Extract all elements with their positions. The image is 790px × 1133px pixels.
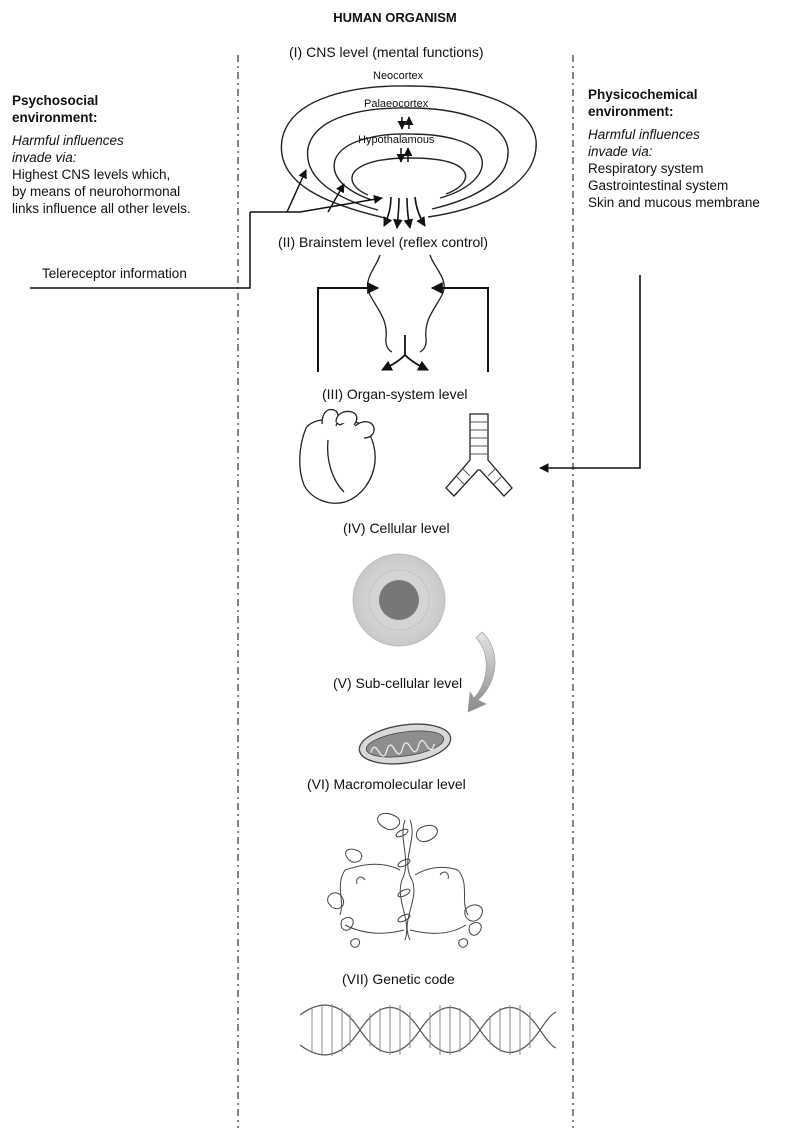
mitochondrion-illustration	[357, 719, 453, 769]
level-genetic-label: (VII) Genetic code	[342, 971, 455, 987]
physicochemical-heading-2: environment:	[588, 103, 760, 120]
level-cellular-label: (IV) Cellular level	[343, 520, 450, 536]
level-organ-label: (III) Organ-system level	[322, 386, 467, 402]
psychosocial-block: Psychosocial environment: Harmful influe…	[12, 92, 191, 217]
level-cns-label: (I) CNS level (mental functions)	[289, 44, 484, 60]
telereceptor-label: Telereceptor information	[42, 265, 187, 282]
palaeocortex-label: Palaeocortex	[364, 98, 428, 110]
physicochemical-line-2: Gastrointestinal system	[588, 177, 760, 194]
psychosocial-heading-2: environment:	[12, 109, 191, 126]
diagram-title: HUMAN ORGANISM	[0, 10, 790, 25]
physicochemical-italic-2: invade via:	[588, 143, 760, 160]
brainstem-output-arrows	[382, 335, 428, 370]
level-macromolecular-label: (VI) Macromolecular level	[307, 776, 466, 792]
psychosocial-heading-1: Psychosocial	[12, 92, 191, 109]
physicochemical-heading-1: Physicochemical	[588, 86, 760, 103]
descending-curved-arrow	[468, 632, 495, 712]
neocortex-label: Neocortex	[373, 70, 423, 82]
physicochemical-line-1: Respiratory system	[588, 160, 760, 177]
level-subcellular-label: (V) Sub-cellular level	[333, 675, 462, 691]
level-brainstem-label: (II) Brainstem level (reflex control)	[278, 234, 488, 250]
psychosocial-line-3: links influence all other levels.	[12, 200, 191, 217]
physicochemical-input-arrow	[540, 275, 640, 468]
dna-helix-illustration	[300, 1004, 556, 1056]
physicochemical-block: Physicochemical environment: Harmful inf…	[588, 86, 760, 211]
trachea-illustration	[446, 414, 512, 496]
psychosocial-line-2: by means of neurohormonal	[12, 183, 191, 200]
macromolecule-illustration	[328, 813, 483, 947]
descending-arrows	[384, 197, 425, 228]
inner-arc	[352, 158, 466, 195]
cell-illustration	[353, 554, 445, 646]
psychosocial-italic-1: Harmful influences	[12, 132, 191, 149]
physicochemical-italic-1: Harmful influences	[588, 126, 760, 143]
physicochemical-line-3: Skin and mucous membrane	[588, 194, 760, 211]
heart-illustration	[300, 410, 375, 504]
psychosocial-line-1: Highest CNS levels which,	[12, 166, 191, 183]
psychosocial-italic-2: invade via:	[12, 149, 191, 166]
hypothalamous-label: Hypothalamous	[358, 134, 434, 146]
brainstem-feedback-loops	[318, 288, 488, 372]
